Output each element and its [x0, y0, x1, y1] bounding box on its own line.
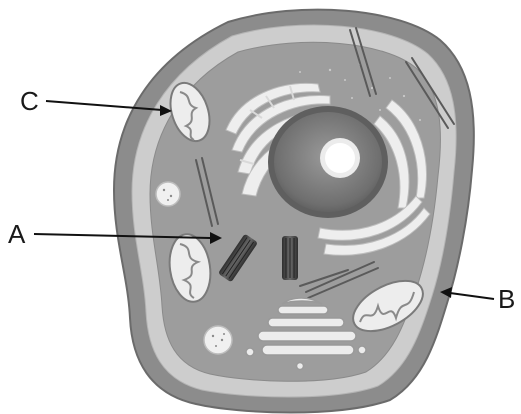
centriole-right — [282, 236, 298, 280]
label-c: C — [20, 86, 39, 116]
label-a: A — [8, 219, 26, 249]
vesicle-lower — [204, 326, 232, 354]
nucleus — [268, 106, 388, 218]
label-b: B — [498, 284, 515, 314]
vesicle-upper — [156, 182, 180, 206]
